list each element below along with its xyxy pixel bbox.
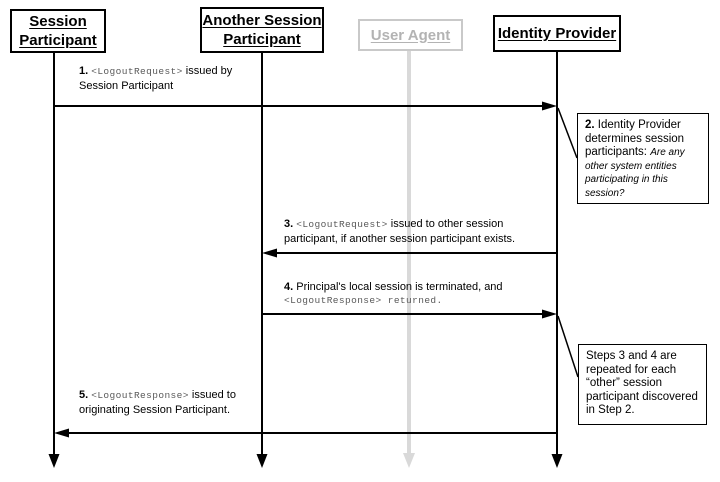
step-number: 1.	[79, 65, 92, 77]
message-1-line2: Session Participant	[79, 80, 174, 92]
note-text: Identity Provider determines session par…	[585, 119, 685, 158]
message-4-line1: 4. Principal's local session is terminat…	[284, 280, 574, 294]
message-5-line2: originating Session Participant.	[79, 404, 231, 416]
message-5-label: 5. <LogoutResponse> issued to originatin…	[79, 388, 319, 417]
message-5-arrowhead-icon	[54, 428, 69, 438]
note-steps34: Steps 3 and 4 are repeated for each “oth…	[578, 344, 707, 425]
note-step2: 2. Identity Provider determines session …	[577, 113, 709, 204]
message-text: Principal's local session is terminated,…	[296, 281, 503, 293]
message-3-line2: participant, if another session particip…	[284, 233, 516, 245]
xml-tag: <LogoutRequest>	[91, 66, 183, 77]
message-4-arrowhead-icon	[542, 309, 557, 319]
note-text: Steps 3 and 4 are repeated for each “oth…	[586, 350, 698, 416]
xml-tag: <LogoutResponse>	[91, 390, 189, 401]
participant-label: Another Session Participant	[202, 12, 322, 48]
user-agent-lifeline-arrowhead-icon	[403, 453, 415, 468]
step-number: 4.	[284, 281, 297, 293]
message-text: issued to other session	[387, 218, 504, 230]
identity-provider-lifeline-arrowhead-icon	[551, 454, 563, 468]
step-number: 5.	[79, 389, 92, 401]
session-participant-lifeline-arrowhead-icon	[48, 454, 60, 468]
message-5-line1: 5. <LogoutResponse> issued to	[79, 388, 319, 403]
participant-identity-provider: Identity Provider	[493, 15, 621, 52]
message-3-line1: 3. <LogoutRequest> issued to other sessi…	[284, 217, 574, 232]
message-4-line2: <LogoutResponse> returned.	[284, 295, 443, 306]
step-number: 3.	[284, 218, 297, 230]
message-4-label: 4. Principal's local session is terminat…	[284, 280, 574, 308]
message-1-arrowhead-icon	[542, 101, 557, 111]
xml-tag: <LogoutRequest>	[296, 219, 388, 230]
note-steps34-connector-line	[557, 315, 579, 378]
participant-label: Identity Provider	[497, 25, 617, 42]
another-session-participant-lifeline-arrowhead-icon	[256, 454, 268, 468]
note-question-text: Are any other system entities participat…	[585, 147, 685, 199]
participant-session-participant: Session Participant	[10, 9, 106, 53]
message-1-label: 1. <LogoutRequest> issued by Session Par…	[79, 64, 319, 93]
participant-another-session-participant: Another Session Participant	[200, 7, 324, 53]
participant-label: User Agent	[370, 26, 451, 44]
participant-user-agent: User Agent	[358, 19, 463, 51]
message-3-arrowhead-icon	[262, 248, 277, 258]
message-3-label: 3. <LogoutRequest> issued to other sessi…	[284, 217, 574, 246]
message-1-line1: 1. <LogoutRequest> issued by	[79, 64, 319, 79]
message-text: issued to	[188, 389, 236, 401]
note-step2-connector-line	[557, 107, 578, 159]
step-number: 2.	[585, 119, 598, 131]
message-text: issued by	[182, 65, 233, 77]
participant-label: Session Participant	[19, 13, 97, 49]
